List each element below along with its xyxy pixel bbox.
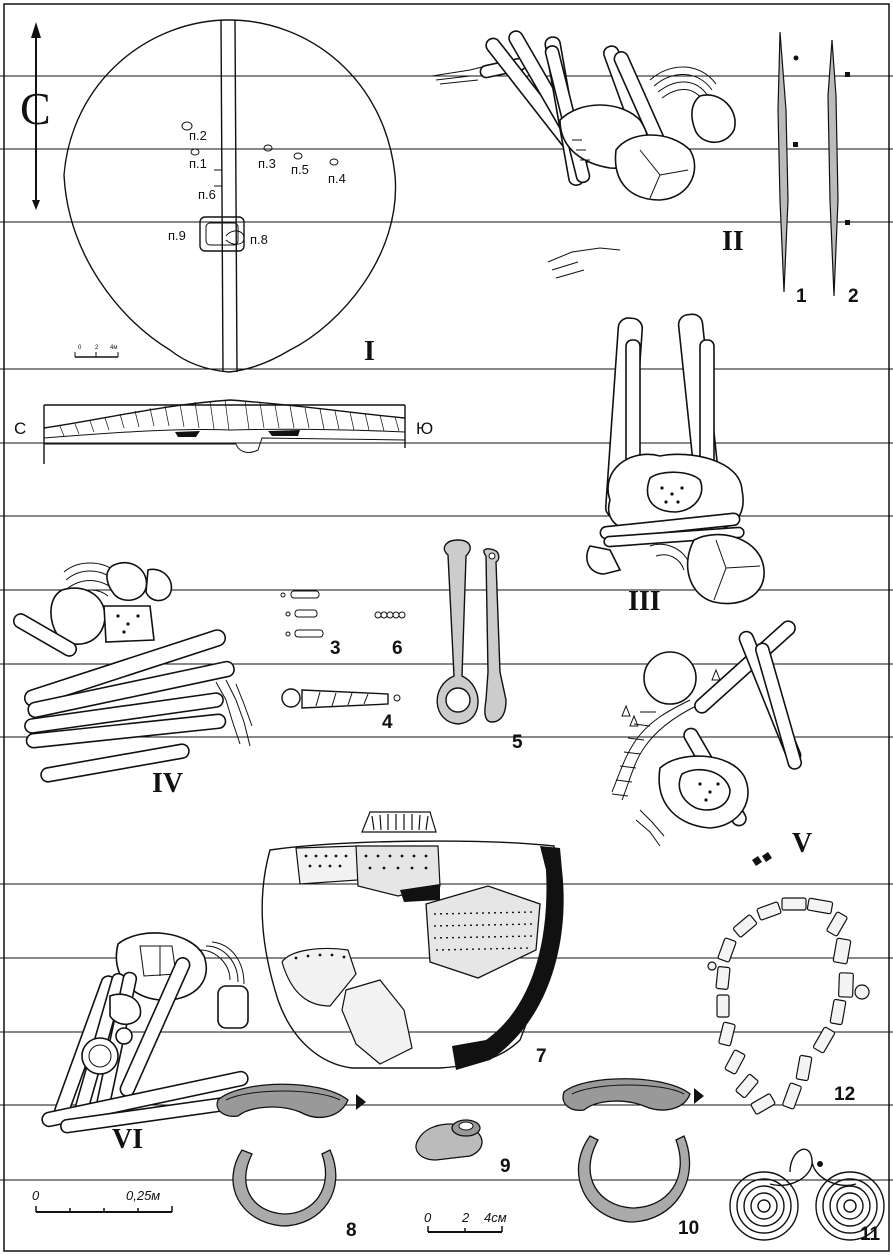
svg-text:4м: 4м	[110, 345, 117, 351]
burial-3-label: III	[628, 586, 661, 617]
find-2-awl: 2	[827, 39, 859, 307]
skeleton-scale-start: 0	[32, 1188, 40, 1203]
burial-4-label: IV	[152, 768, 183, 799]
find-label-4: 4	[382, 712, 393, 733]
pit-label-2: п.2	[189, 128, 207, 143]
pit-label-9: п.9	[168, 228, 186, 243]
north-label: С	[20, 83, 51, 134]
find-label-3: 3	[330, 638, 341, 659]
plate-frame	[3, 3, 890, 1252]
section-label-north: С	[14, 419, 26, 438]
north-arrow: С	[20, 22, 51, 210]
plan-label: I	[364, 336, 375, 367]
pit-label-3: п.3	[258, 156, 276, 171]
find-11-spiral: 11	[729, 1148, 885, 1245]
find-6-beads: 6	[374, 611, 406, 659]
pit-label-6: п.6	[198, 187, 216, 202]
find-7-vessel: 7	[261, 811, 564, 1070]
burial-2-skeleton: II	[431, 30, 744, 279]
find-1-awl: 1	[777, 31, 807, 307]
find-label-11: 11	[860, 1224, 881, 1245]
find-3-beads: 3	[280, 590, 341, 659]
burial-4-skeleton: IV	[12, 561, 253, 799]
skeleton-scale-end: 0,25м	[126, 1188, 160, 1203]
burial-3-skeleton: III	[586, 313, 765, 617]
finds-scale-4: 4см	[484, 1210, 507, 1225]
find-label-10: 10	[678, 1218, 699, 1239]
find-5-pendants: 5	[436, 539, 523, 753]
skeleton-scale-bar: 0 0,25м	[32, 1188, 173, 1213]
find-12-necklace: 12	[707, 897, 870, 1115]
find-10-bracelet: 10	[562, 1078, 704, 1239]
find-4-tube: 4	[281, 688, 401, 733]
find-label-7: 7	[536, 1046, 547, 1067]
pit-label-5: п.5	[291, 162, 309, 177]
find-9-object: 9	[415, 1119, 511, 1177]
section-label-south: Ю	[416, 419, 433, 438]
burial-5-label: V	[792, 828, 812, 859]
svg-text:0: 0	[78, 345, 82, 351]
burial-6-label: VI	[112, 1124, 143, 1155]
find-label-9: 9	[500, 1156, 511, 1177]
mound-outline	[63, 19, 397, 373]
finds-scale-2: 2	[461, 1210, 470, 1225]
plan-scale-bar: 0 2 4м	[74, 345, 119, 358]
pit-label-8: п.8	[250, 232, 268, 247]
kurgan-plan: С п.2 п.1 п.6 п.3 п.5 п.4 п.9 п.8 0 2 4м…	[20, 19, 397, 373]
find-label-1: 1	[796, 286, 807, 307]
find-label-8: 8	[346, 1220, 357, 1241]
find-label-12: 12	[834, 1084, 855, 1105]
pit-label-4: п.4	[328, 171, 346, 186]
finds-scale-0: 0	[424, 1210, 432, 1225]
find-label-2: 2	[848, 286, 859, 307]
svg-text:2: 2	[95, 345, 99, 351]
burial-6-skeleton: VI	[41, 932, 249, 1155]
burial-2-label: II	[722, 226, 744, 257]
finds-scale-bar: 0 2 4см	[424, 1210, 507, 1233]
kurgan-section: С Ю	[14, 399, 433, 464]
pit-label-1: п.1	[189, 156, 207, 171]
find-label-6: 6	[392, 638, 403, 659]
find-8-bracelet: 8	[216, 1083, 366, 1241]
find-label-5: 5	[512, 732, 523, 753]
burial-5-skeleton: V	[611, 620, 812, 866]
